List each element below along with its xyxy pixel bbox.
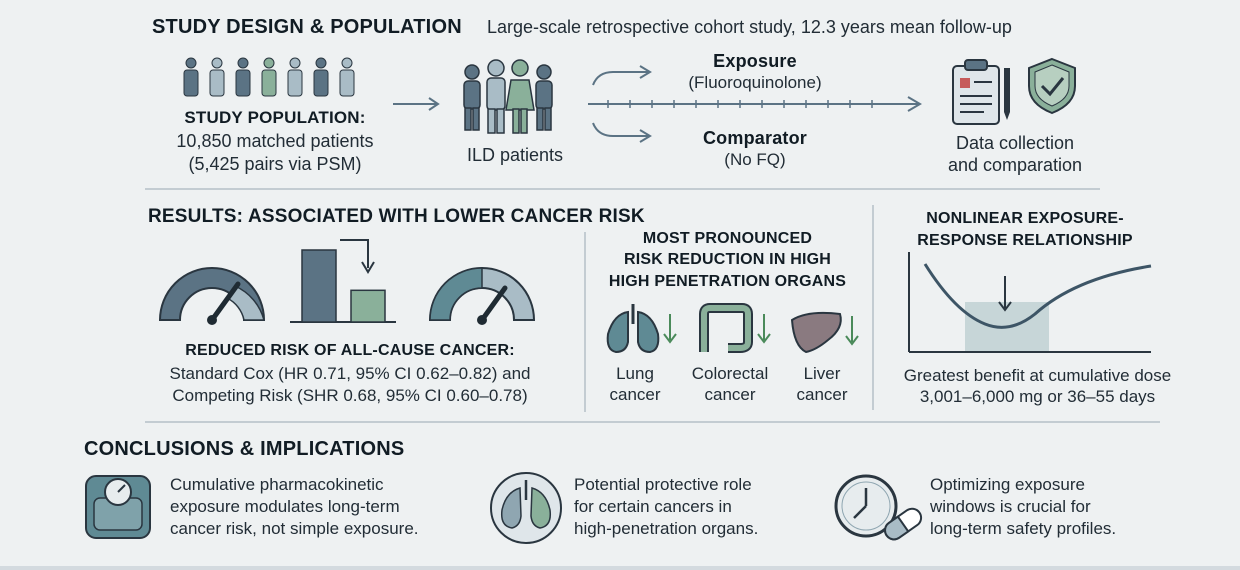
lungs-circle-icon (490, 472, 562, 544)
colon-icon (699, 303, 771, 353)
bottom-border (0, 566, 1240, 570)
conclusion-1-line1: Cumulative pharmacokinetic (170, 475, 384, 494)
data-collection-line2: and comparation (947, 155, 1083, 175)
results-divider-2 (872, 205, 874, 410)
clock-pill-icon (834, 474, 923, 541)
organs-title-2: RISK REDUCTION IN HIGH (623, 251, 832, 268)
scale-icon (85, 475, 151, 539)
bar-before (301, 249, 337, 323)
timeline-arrow (588, 65, 922, 143)
gauge-low-icon (428, 267, 536, 325)
study-subtitle: Large-scale retrospective cohort study, … (487, 17, 1012, 37)
exposure-title: Exposure (713, 51, 797, 71)
conclusion-1-line2: exposure modulates long-term (170, 497, 400, 516)
organs-title-3: HIGH PENETRATION ORGANS (608, 273, 847, 290)
organ-liver-line1: Liver (803, 364, 841, 383)
organ-lung-line2: cancer (609, 385, 661, 404)
data-collection-line1: Data collection (955, 133, 1075, 153)
conclusion-1-line3: cancer risk, not simple exposure. (170, 519, 419, 538)
comparator-title: Comparator (702, 128, 807, 148)
risk-line1: Standard Cox (HR 0.71, 95% CI 0.62–0.82)… (169, 364, 531, 383)
shield-icon (1028, 57, 1076, 115)
organ-colorectal-line2: cancer (704, 385, 756, 404)
study-heading: STUDY DESIGN & POPULATION (152, 16, 462, 38)
conclusion-2-line2: for certain cancers in (574, 497, 732, 516)
conclusion-2-line3: high-penetration organs. (574, 519, 759, 538)
nonlinear-title-2: RESPONSE RELATIONSHIP (917, 232, 1133, 249)
conclusion-2-line1: Potential protective role (574, 475, 752, 494)
organ-lung-line1: Lung (616, 364, 654, 383)
conclusion-3-line1: Optimizing exposure (930, 475, 1085, 494)
section-divider (145, 188, 1100, 190)
exposure-subtitle: (Fluoroquinolone) (688, 73, 822, 92)
lungs-icon (606, 304, 677, 354)
comparator-subtitle: (No FQ) (724, 150, 786, 169)
conclusions-heading: CONCLUSIONS & IMPLICATIONS (84, 438, 405, 460)
gauge-icon (158, 267, 266, 325)
liver-icon (790, 311, 859, 354)
nonlinear-title-1: NONLINEAR EXPOSURE- (926, 210, 1124, 227)
benefit-line2: 3,001–6,000 mg or 36–55 days (919, 387, 1156, 406)
arrow-icon (393, 97, 440, 111)
bar-after (350, 289, 386, 323)
results-heading: RESULTS: ASSOCIATED WITH LOWER CANCER RI… (148, 206, 645, 227)
ild-label: ILD patients (466, 145, 564, 165)
risk-title: REDUCED RISK OF ALL-CAUSE CANCER: (185, 342, 515, 359)
organ-liver-line2: cancer (796, 385, 848, 404)
conclusion-3-line2: windows is crucial for (930, 497, 1091, 516)
risk-bar-chart (290, 239, 396, 323)
risk-line2: Competing Risk (SHR 0.68, 95% CI 0.60–0.… (172, 386, 528, 405)
conclusion-3-line3: long-term safety profiles. (930, 519, 1117, 538)
clipboard-icon (952, 59, 1010, 125)
organ-colorectal-line1: Colorectal (691, 364, 769, 383)
organs-title-1: MOST PRONOUNCED (642, 230, 813, 247)
population-count: 10,850 matched patients (176, 131, 374, 151)
benefit-line1: Greatest benefit at cumulative dose (903, 366, 1172, 385)
population-people-icon (183, 57, 355, 97)
results-divider-1 (584, 232, 586, 412)
ild-group-icon (463, 59, 553, 134)
exposure-response-curve (908, 252, 1152, 353)
section-divider-2 (145, 421, 1160, 423)
population-pairs: (5,425 pairs via PSM) (188, 154, 362, 174)
population-title: STUDY POPULATION: (184, 108, 366, 127)
